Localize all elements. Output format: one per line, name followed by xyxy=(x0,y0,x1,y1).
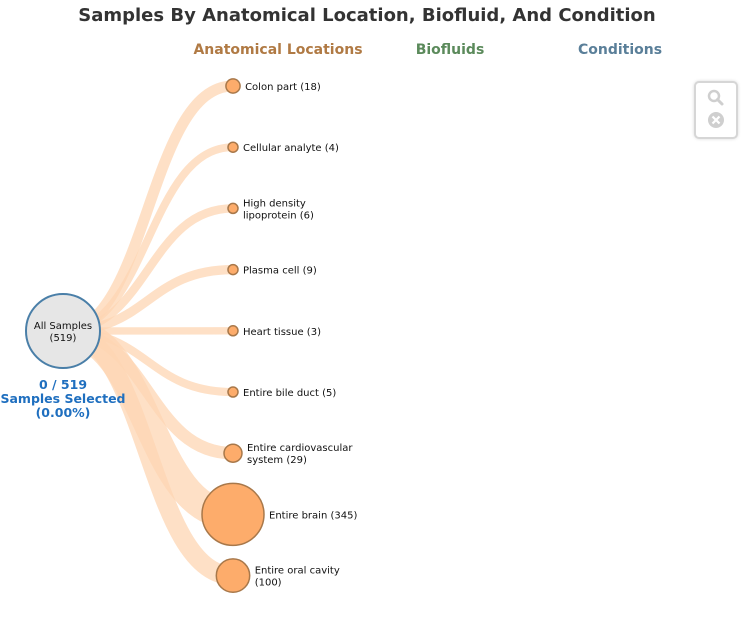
root-node-label: All Samples xyxy=(34,321,92,332)
tree-node[interactable]: Colon part (18) xyxy=(225,78,321,94)
tree-node-circle[interactable] xyxy=(215,558,251,594)
selection-summary: 0 / 519 Samples Selected (0.00%) xyxy=(0,378,126,420)
tree-node[interactable]: Heart tissue (3) xyxy=(227,325,321,338)
root-node[interactable]: All Samples (519) xyxy=(25,293,101,369)
tree-node-label: system (29) xyxy=(247,455,307,466)
tree-node-label: (100) xyxy=(255,578,282,589)
tree-node-circle[interactable] xyxy=(227,141,239,153)
close-circle-icon xyxy=(708,112,724,128)
anatomical-location-nodes: Colon part (18) Cellular analyte (4) High … xyxy=(201,78,357,594)
selection-label: Samples Selected xyxy=(0,391,126,406)
tree-node-label: lipoprotein (6) xyxy=(243,210,314,221)
tree-node[interactable]: Entire brain (345) xyxy=(201,482,357,547)
tree-node[interactable]: Entire bile duct (5) xyxy=(227,386,336,399)
tree-node-circle[interactable] xyxy=(227,386,239,398)
tree-node-circle[interactable] xyxy=(225,78,241,94)
column-header-anatomical-locations: Anatomical Locations xyxy=(193,42,363,58)
chart-title: Samples By Anatomical Location, Biofluid… xyxy=(78,5,656,26)
tree-node-circle[interactable] xyxy=(223,443,243,463)
tree-node-label: Heart tissue (3) xyxy=(243,327,321,338)
tree-node[interactable]: Plasma cell (9) xyxy=(227,263,317,277)
tree-node-label: Entire cardiovascular xyxy=(247,443,353,454)
root-node-circle[interactable] xyxy=(25,293,101,369)
tree-node-label: High density xyxy=(243,198,306,209)
tree-node-circle[interactable] xyxy=(201,482,265,547)
tree-node[interactable]: Cellular analyte (4) xyxy=(227,141,339,154)
zoom-button[interactable] xyxy=(706,88,726,108)
column-header-conditions: Conditions xyxy=(577,42,663,58)
search-icon xyxy=(707,89,724,106)
tree-node-label: Colon part (18) xyxy=(245,82,321,93)
column-header-biofluids: Biofluids xyxy=(415,42,485,58)
tree-node-label: Entire brain (345) xyxy=(269,510,357,521)
tree-node-label: Entire bile duct (5) xyxy=(243,388,336,399)
tree-node-circle[interactable] xyxy=(227,202,239,215)
selection-count: 0 / 519 xyxy=(38,377,88,392)
selection-percent: (0.00%) xyxy=(35,405,91,420)
tree-node-label: Cellular analyte (4) xyxy=(243,143,339,154)
tree-node-circle[interactable] xyxy=(227,263,239,276)
tree-node[interactable]: Entire oral cavity(100) xyxy=(215,558,340,594)
reset-button[interactable] xyxy=(706,110,726,130)
tree-node-circle[interactable] xyxy=(227,325,239,337)
tree-node-label: Entire oral cavity xyxy=(255,566,340,577)
tree-node-label: Plasma cell (9) xyxy=(243,266,317,277)
zoom-toolbar xyxy=(694,81,738,139)
root-node-count: (519) xyxy=(50,333,77,344)
